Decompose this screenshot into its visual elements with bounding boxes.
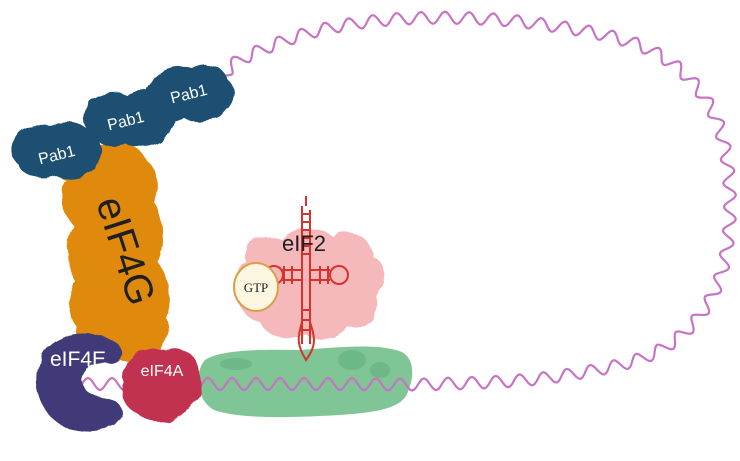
pab1-blob <box>11 121 102 179</box>
eif4a-blob <box>121 348 202 422</box>
ribosome-small-subunit <box>198 346 413 418</box>
pab1-protein-3: Pab1 <box>145 64 234 122</box>
eif4g-blob <box>57 142 170 362</box>
ribosome-groove <box>220 358 252 370</box>
trna-d-arm <box>282 266 302 284</box>
gtp-label: GTP <box>244 280 269 295</box>
ribosome-groove <box>338 350 366 370</box>
trna-t-loop <box>329 265 349 285</box>
trna-stem-rungs <box>302 213 310 255</box>
eif4a-protein: eIF4A <box>121 348 202 422</box>
mrna-path <box>69 10 737 392</box>
eif4e-blob <box>36 333 123 432</box>
pab1-protein-1: Pab1 <box>11 121 102 179</box>
gtp-badge: GTP <box>233 262 279 312</box>
mrna-strand <box>69 10 737 392</box>
eif2-label: eIF2 <box>282 231 326 256</box>
trna-t-arm <box>310 266 330 284</box>
ribosome-body <box>198 346 413 418</box>
eif4a-label: eIF4A <box>141 363 184 380</box>
ribosome-groove <box>370 362 390 378</box>
eif2-complex <box>238 228 385 340</box>
pab1-blob <box>145 64 234 122</box>
eif4g-protein: eIF4G <box>57 142 170 362</box>
pab1-protein-2: Pab1 <box>83 89 175 148</box>
eif4e-protein: eIF4E <box>36 333 123 432</box>
eif2-blob <box>238 228 385 340</box>
gtp-circle <box>233 262 279 312</box>
eif4e-label: eIF4E <box>50 348 106 371</box>
trna-anticodon-loop <box>297 321 315 362</box>
